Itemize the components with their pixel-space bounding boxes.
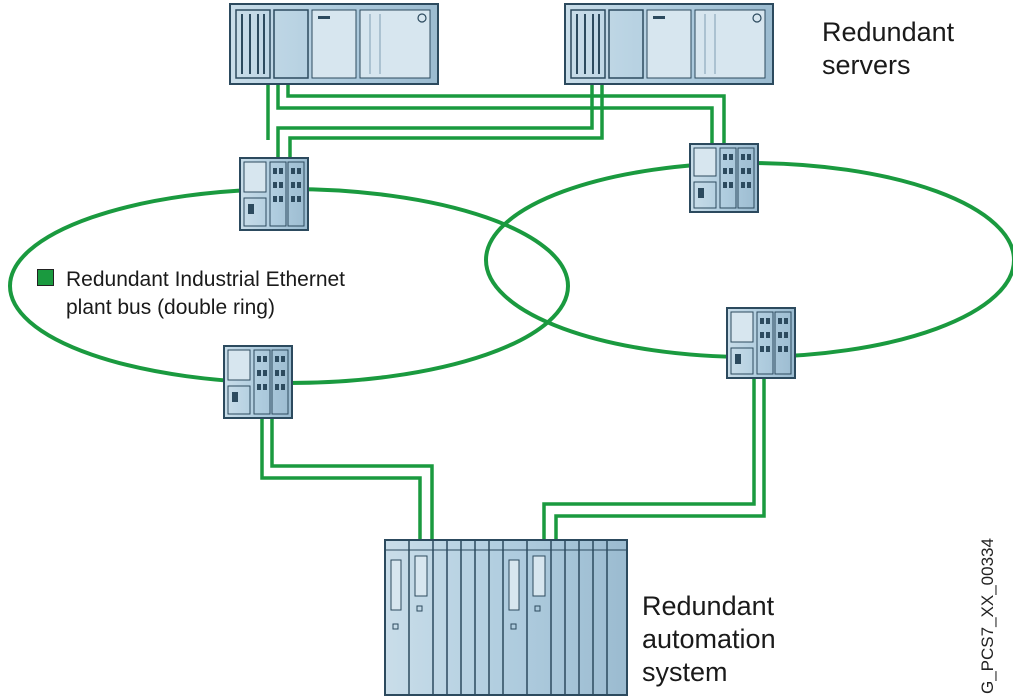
legend-swatch — [37, 269, 54, 286]
switch-top-right — [689, 143, 759, 213]
cables — [260, 84, 766, 540]
plant-bus-label-line2: plant bus (double ring) — [66, 296, 275, 320]
switch-bottom-left — [223, 345, 293, 419]
server-2 — [564, 3, 774, 85]
automation-system-rack — [384, 539, 628, 696]
plant-bus-label: Redundant Industrial Ethernet plant bus … — [66, 266, 345, 323]
document-id: G_PCS7_XX_00334 — [978, 538, 997, 694]
automation-system-label: Redundant automation system — [642, 591, 776, 687]
plant-bus-label-line1: Redundant Industrial Ethernet — [66, 268, 346, 291]
server-1 — [229, 3, 439, 85]
switch-top-left — [239, 157, 309, 231]
servers-label: Redundant servers — [822, 17, 955, 80]
switch-bottom-right — [726, 307, 796, 379]
